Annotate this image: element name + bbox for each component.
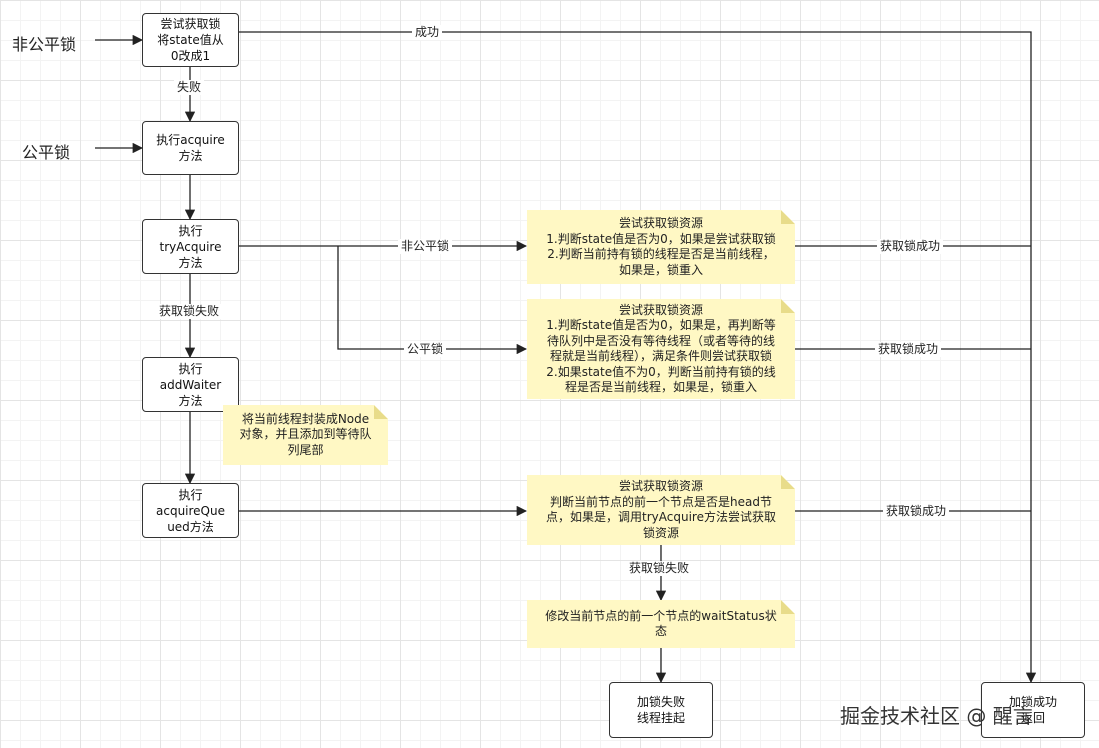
note-unfair-try-text: 尝试获取锁资源 1.判断state值是否为0，如果是尝试获取锁 2.判断当前持有… [546,216,776,277]
note-fair-try: 尝试获取锁资源 1.判断state值是否为0，如果是，再判断等 待队列中是否没有… [527,299,795,399]
note-queued-try: 尝试获取锁资源 判断当前节点的前一个节点是否是head节 点，如果是，调用try… [527,475,795,545]
acquire-box: 执行acquire 方法 [142,121,239,175]
note-fair-try-text: 尝试获取锁资源 1.判断state值是否为0，如果是，再判断等 待队列中是否没有… [546,302,776,394]
note-add-waiter-text: 将当前线程封装成Node 对象，并且添加到等待队 列尾部 [239,411,372,457]
start-unfair-label: 非公平锁 [12,35,77,54]
edge-label-fair-branch: 公平锁 [404,342,447,357]
add-waiter-box: 执行 addWaiter 方法 [142,357,239,412]
watermark: 掘金技术社区 @ 醒言 [840,704,1033,728]
note-queued-try-text: 尝试获取锁资源 判断当前节点的前一个节点是否是head节 点，如果是，调用try… [546,479,776,540]
edge-label-acquire-fail-2: 获取锁失败 [626,561,693,576]
edge-label-success: 成功 [412,25,443,40]
edge-label-acquire-fail-1: 获取锁失败 [156,304,223,319]
try-acquire-box: 执行 tryAcquire 方法 [142,219,239,274]
edge-label-unfair-branch: 非公平锁 [398,239,453,254]
edge-fair-branch [337,246,528,355]
edge-success-top [238,31,1037,684]
try-cas-box: 尝试获取锁 将state值从 0改成1 [142,13,239,67]
edge-label-acquire-ok-1: 获取锁成功 [877,239,944,254]
acquire-queued-box: 执行 acquireQue ued方法 [142,483,239,538]
start-fair-label: 公平锁 [22,143,71,162]
note-set-status-text: 修改当前节点的前一个节点的waitStatus状 态 [545,608,777,638]
edge-label-acquire-ok-3: 获取锁成功 [883,504,950,519]
fail-park-box: 加锁失败 线程挂起 [609,682,713,738]
note-add-waiter: 将当前线程封装成Node 对象，并且添加到等待队 列尾部 [223,405,388,465]
success-box: 加锁成功 返回 [981,682,1085,738]
edge-label-fail: 失败 [174,80,205,95]
note-set-status: 修改当前节点的前一个节点的waitStatus状 态 [527,600,795,648]
note-unfair-try: 尝试获取锁资源 1.判断state值是否为0，如果是尝试获取锁 2.判断当前持有… [527,210,795,284]
edge-label-acquire-ok-2: 获取锁成功 [875,342,942,357]
